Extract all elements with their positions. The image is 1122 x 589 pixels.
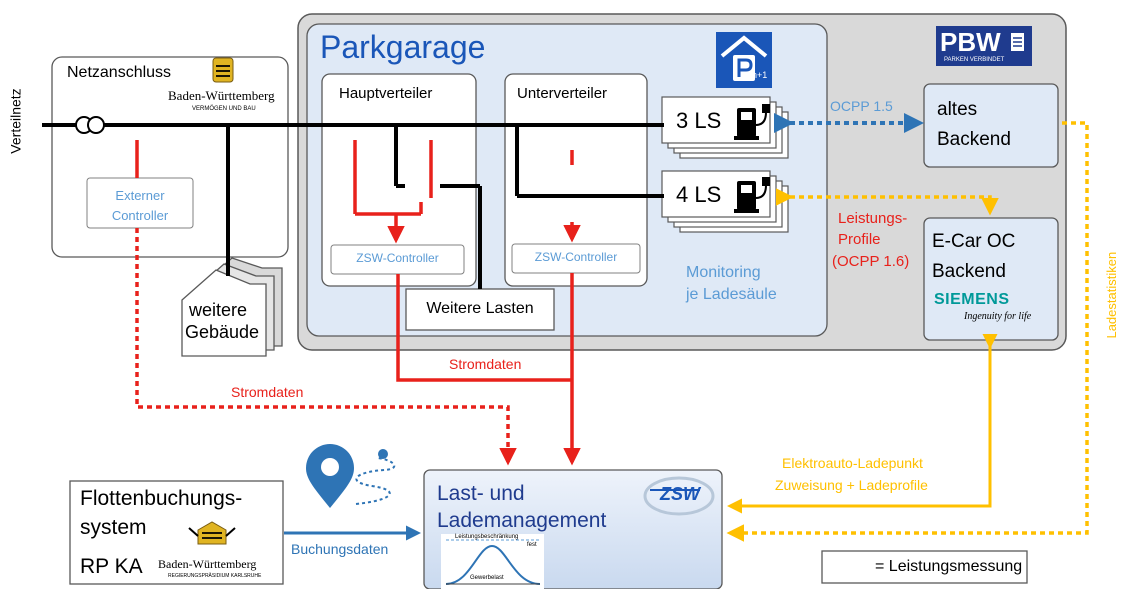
- siemens-tagline: Ingenuity for life: [964, 311, 1032, 322]
- zsw-logo-text: ZSW: [660, 484, 700, 504]
- elektroauto-label-1: Elektroauto-Ladepunkt: [782, 455, 923, 471]
- zsw-logo-icon: [643, 476, 715, 516]
- ecar-backend-label-1: E-Car OC: [932, 231, 1016, 252]
- mini-chart-fest-label: fest: [527, 542, 537, 548]
- ladestatistiken-label: Ladestatistiken: [1103, 251, 1119, 339]
- netzanschluss-label: Netzanschluss: [67, 64, 172, 81]
- flottenbuchung-label-1: Flottenbuchungs-: [80, 487, 243, 510]
- power-lines: [42, 123, 664, 289]
- gewerbelast-mini-chart: [441, 534, 544, 589]
- bw-logo-top-text: Baden-Württemberg: [168, 88, 275, 103]
- externer-controller-label: Externer Controller: [111, 188, 169, 223]
- ladestatistiken-dotted-line: [726, 121, 1089, 542]
- charger-icon-ls3: [734, 104, 770, 140]
- flottenbuchung-label-3: RP KA: [80, 555, 143, 578]
- ls3-label: 3 LS: [676, 108, 722, 133]
- charger-icon-ls4: [734, 177, 770, 213]
- leistungsprofile-dotted-line: [776, 188, 999, 216]
- hauptverteiler-label: Hauptverteiler: [339, 85, 433, 102]
- stromdaten-label-1: Stromdaten: [449, 356, 522, 372]
- parkgarage-title: Parkgarage: [320, 29, 486, 65]
- leistungsprofile-label-3: (OCPP 1.6): [832, 253, 910, 270]
- leistungsprofile-label-2: Profile: [838, 231, 881, 248]
- transformer-icon: [75, 116, 105, 134]
- lastmanagement-label-2: Lademanagement: [437, 509, 607, 532]
- altes-backend-label-1: altes: [937, 99, 978, 120]
- pbw-logo-sub: PARKEN VERBINDET: [944, 57, 1005, 63]
- mini-chart-top-label: Leistungsbeschränkung: [455, 534, 519, 540]
- bw-logo-top-sub: VERMÖGEN UND BAU: [192, 106, 256, 112]
- zsw-controller-1-label: ZSW-Controller: [356, 251, 439, 265]
- stromdaten-label-2: Stromdaten: [231, 384, 304, 400]
- buchungsdaten-label: Buchungsdaten: [291, 541, 389, 557]
- ocpp15-label: OCPP 1.5: [830, 98, 893, 114]
- red-dotted-stromdaten-line: [135, 228, 517, 466]
- pbw-logo-icon: [936, 26, 1032, 66]
- weitere-gebaeude-label-1: weitere: [189, 300, 248, 320]
- weitere-lasten-box: [405, 288, 555, 331]
- altes-backend-label-2: Backend: [937, 129, 1011, 150]
- ls4-label: 4 LS: [676, 182, 722, 207]
- externer-controller-box: [86, 177, 194, 229]
- bw-logo-bottom-text: Baden-Württemberg: [158, 557, 257, 571]
- weitere-gebaeude-icon: [181, 257, 283, 357]
- bw-coat-of-arms-top-icon: [212, 57, 234, 83]
- mini-chart-gewerbe-label: Gewerbelast: [470, 575, 504, 581]
- elektroauto-label-2: Zuweisung + Ladeprofile: [775, 477, 928, 493]
- zsw-controller-2-box: [511, 243, 641, 274]
- verteilnetz-label: Verteilnetz: [7, 88, 24, 154]
- red-control-lines: [135, 140, 581, 466]
- unterverteiler-label: Unterverteiler: [517, 85, 608, 102]
- bw-coat-of-arms-bottom-icon: [188, 521, 236, 545]
- weitere-gebaeude-label-2: Gebäude: [185, 322, 260, 342]
- bw-logo-bottom-sub: REGIERUNGSPRÄSIDIUM KARLSRUHE: [168, 573, 262, 579]
- pbw-logo-text: PBW: [940, 27, 1001, 57]
- monitoring-label-0: Monitoring: [686, 264, 761, 281]
- legend-box: [821, 550, 1028, 584]
- pn1-subscript: n+1: [752, 70, 768, 80]
- location-pin-route-icon: [306, 444, 396, 508]
- altes-backend-box: [923, 83, 1059, 168]
- siemens-logo-text: SIEMENS: [934, 291, 1010, 308]
- monitoring-label-1: je Ladesäule: [686, 286, 777, 303]
- ecar-backend-label-2: Backend: [932, 261, 1006, 282]
- flottenbuchung-box: [69, 480, 284, 585]
- zsw-controller-2-label: ZSW-Controller: [534, 250, 618, 264]
- parking-p-n-plus-1-icon: [716, 32, 772, 88]
- weitere-lasten-label: Weitere Lasten: [426, 300, 534, 317]
- lastmanagement-label-1: Last- und: [437, 482, 525, 505]
- flottenbuchung-label-2: system: [80, 516, 147, 539]
- leistungsprofile-label-1: Leistungs-: [838, 210, 908, 227]
- ladeprofile-line: [727, 334, 998, 514]
- legend-label: = Leistungsmessung: [875, 558, 1023, 575]
